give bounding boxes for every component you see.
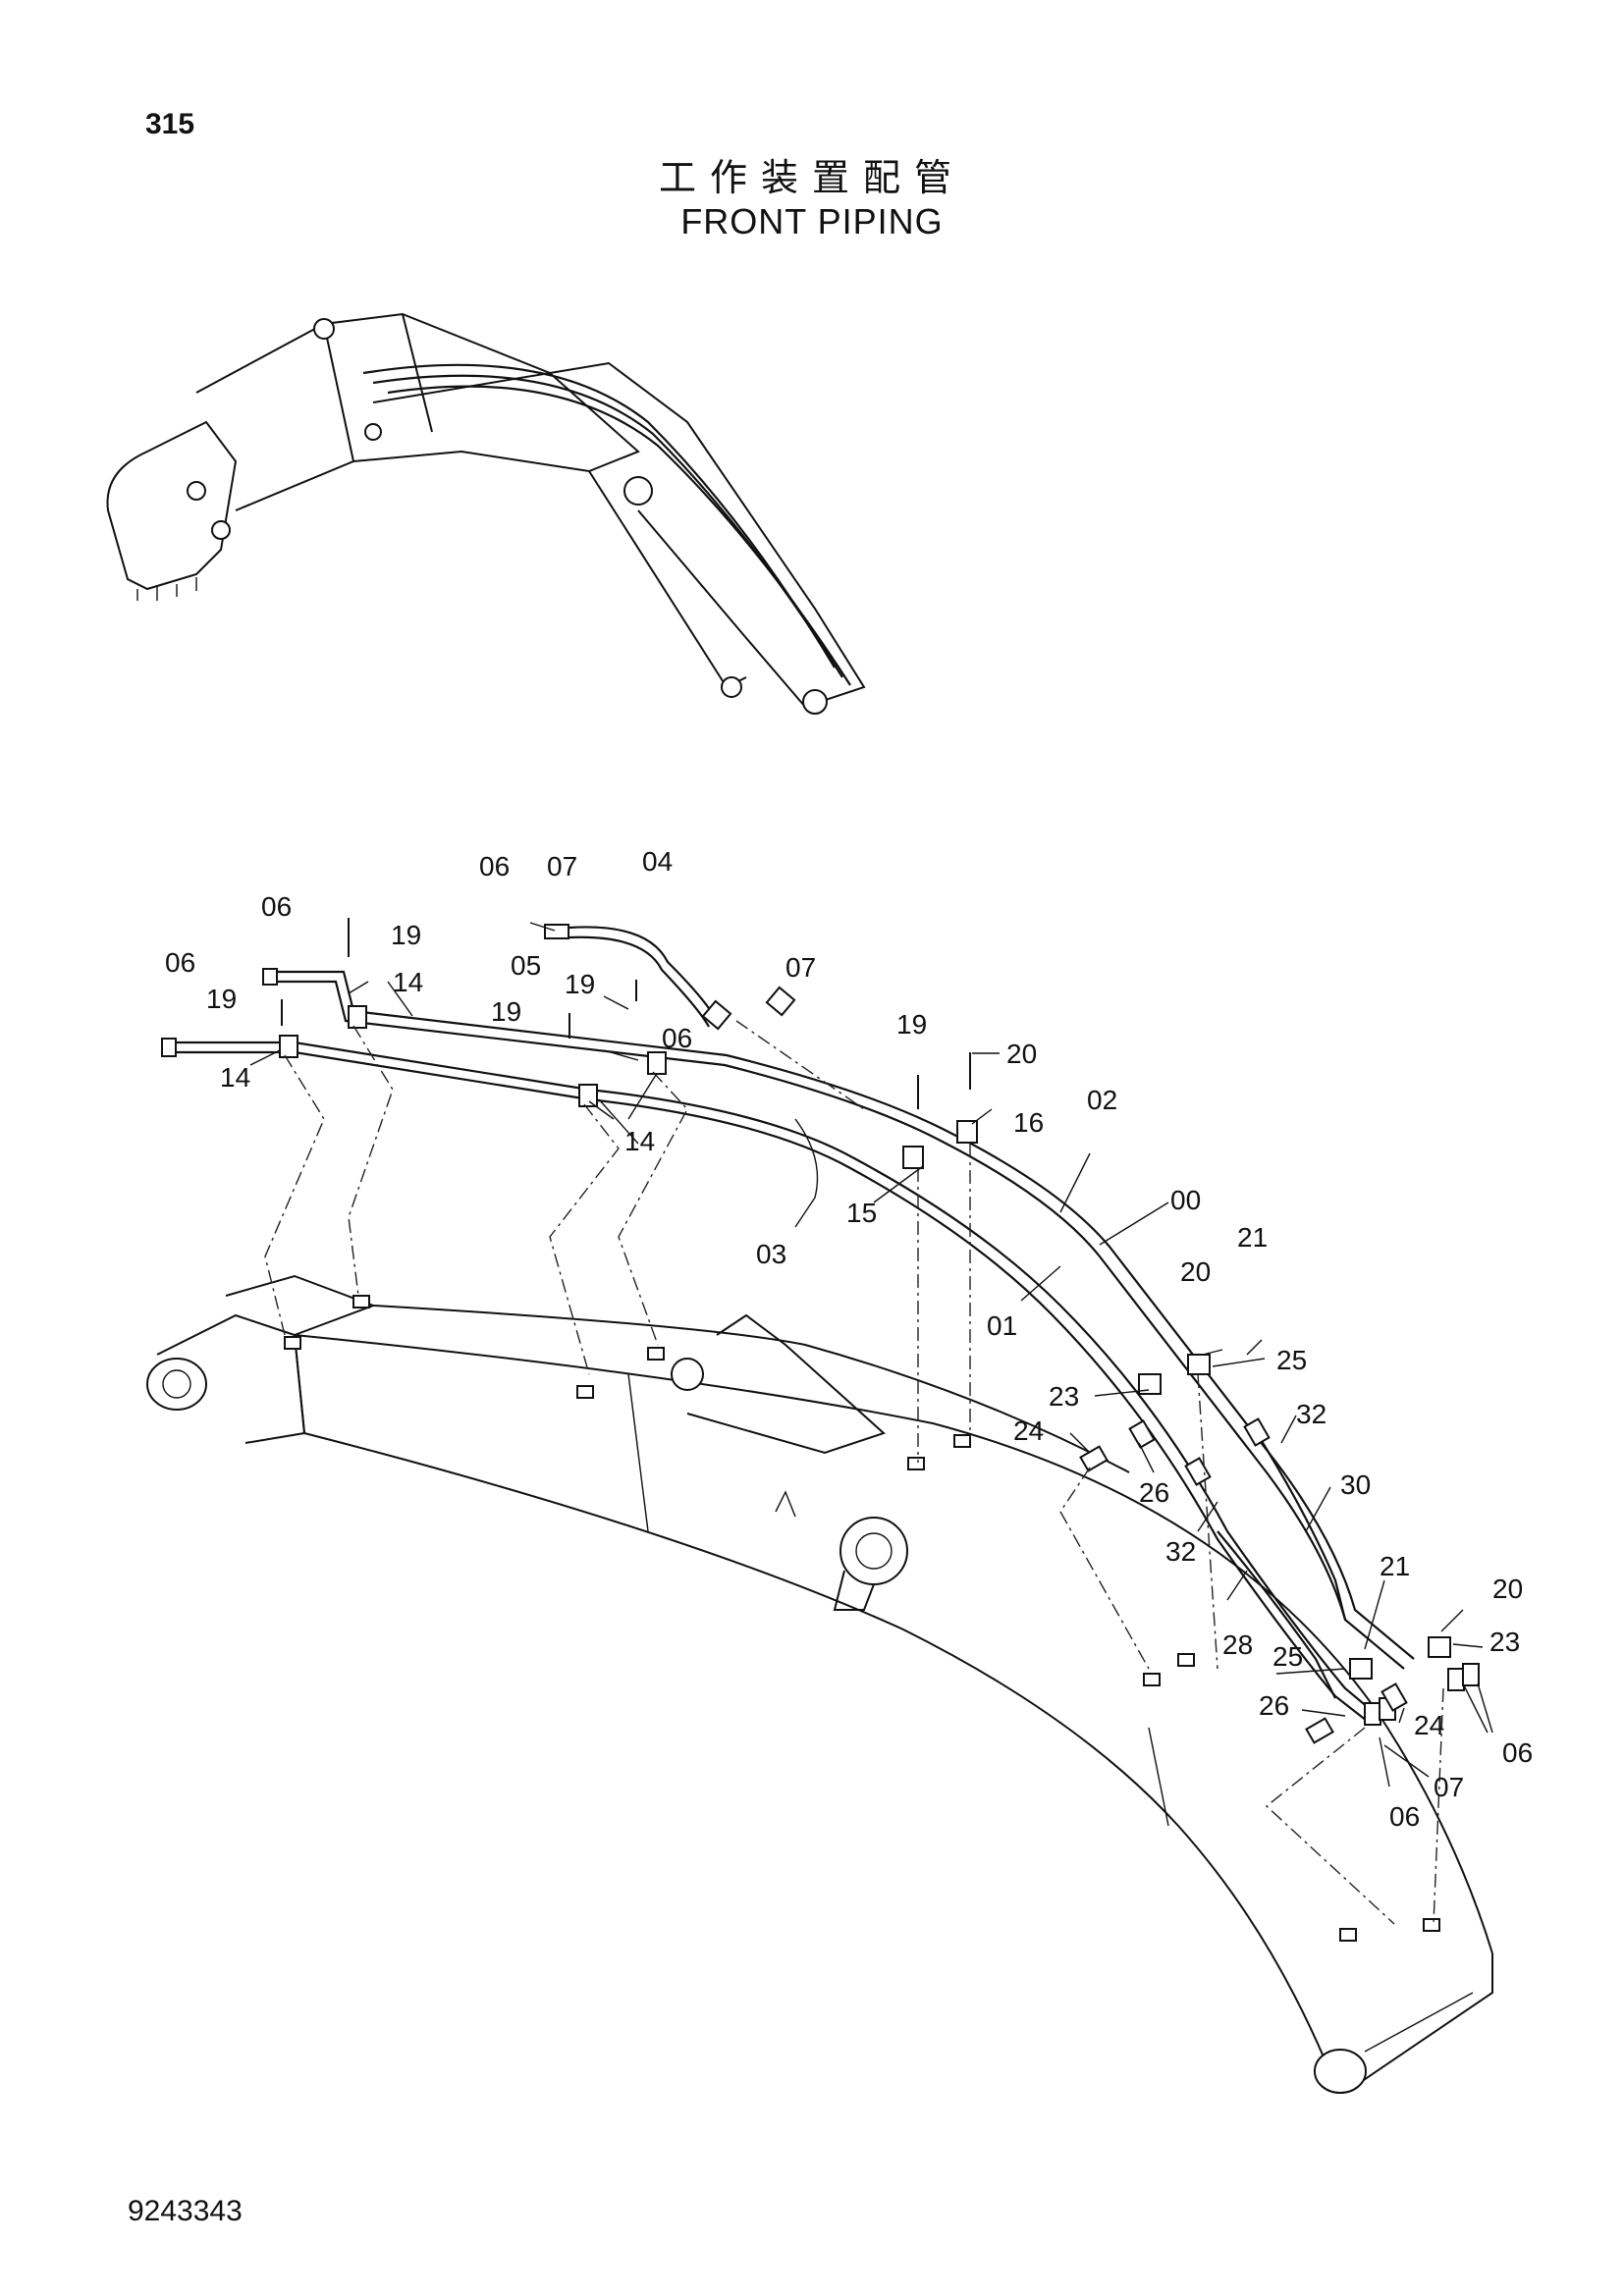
callout-06-d: 06 <box>1389 1801 1420 1832</box>
callout-19-e: 19 <box>896 1009 927 1040</box>
callout-15: 15 <box>846 1198 877 1228</box>
callout-28: 28 <box>1222 1629 1253 1660</box>
callout-20-b: 20 <box>1180 1256 1211 1287</box>
callout-30: 30 <box>1340 1469 1371 1500</box>
callout-06-far-left: 06 <box>165 947 195 978</box>
callout-25-a: 25 <box>1276 1345 1307 1375</box>
callout-labels: 06 07 04 06 19 05 14 06 19 19 07 19 06 1… <box>165 846 1533 1832</box>
callout-19-a: 19 <box>391 920 421 950</box>
callout-14-a: 14 <box>393 967 423 997</box>
callout-32-b: 32 <box>1165 1536 1196 1567</box>
callout-06-top: 06 <box>479 851 510 881</box>
callout-03: 03 <box>756 1239 786 1269</box>
callout-06-left: 06 <box>261 891 292 922</box>
callout-05: 05 <box>511 950 541 981</box>
assembly-guide-lines <box>264 1020 1444 1925</box>
title-chinese: 工作装置配管 <box>658 156 965 199</box>
callout-14-b: 14 <box>220 1062 250 1093</box>
overview-attachment-drawing <box>106 312 866 715</box>
callout-07-b: 07 <box>785 952 816 983</box>
callout-24-a: 24 <box>1013 1415 1044 1446</box>
callout-23-b: 23 <box>1489 1627 1520 1657</box>
callout-21-b: 21 <box>1380 1551 1410 1581</box>
callout-00: 00 <box>1170 1185 1201 1215</box>
callout-23-a: 23 <box>1049 1381 1079 1412</box>
callout-20-a: 20 <box>1006 1039 1037 1069</box>
callout-leaders <box>249 922 1493 1788</box>
callout-16: 16 <box>1013 1107 1044 1138</box>
callout-24-b: 24 <box>1414 1710 1444 1740</box>
page-number: 315 <box>145 108 195 140</box>
callout-25-b: 25 <box>1272 1641 1303 1672</box>
drawing-number: 9243343 <box>128 2195 243 2227</box>
callout-26-a: 26 <box>1139 1477 1169 1508</box>
callout-07-top: 07 <box>547 851 577 881</box>
title-english: FRONT PIPING <box>680 201 944 241</box>
boom-structure <box>146 1274 1493 2094</box>
hydraulic-pipes <box>161 918 1480 1744</box>
callout-14-c: 14 <box>624 1126 655 1156</box>
callout-20-c: 20 <box>1492 1574 1523 1604</box>
callout-06-b: 06 <box>662 1023 692 1053</box>
callout-04: 04 <box>642 846 673 877</box>
callout-01: 01 <box>987 1310 1017 1341</box>
callout-32-a: 32 <box>1296 1399 1326 1429</box>
callout-07-c: 07 <box>1434 1772 1464 1802</box>
callout-02: 02 <box>1087 1085 1117 1115</box>
callout-06-c: 06 <box>1502 1737 1533 1768</box>
callout-26-b: 26 <box>1259 1690 1289 1721</box>
callout-19-b: 19 <box>206 984 237 1014</box>
callout-19-d: 19 <box>491 996 521 1027</box>
callout-21-a: 21 <box>1237 1222 1268 1253</box>
callout-19-c: 19 <box>565 969 595 999</box>
